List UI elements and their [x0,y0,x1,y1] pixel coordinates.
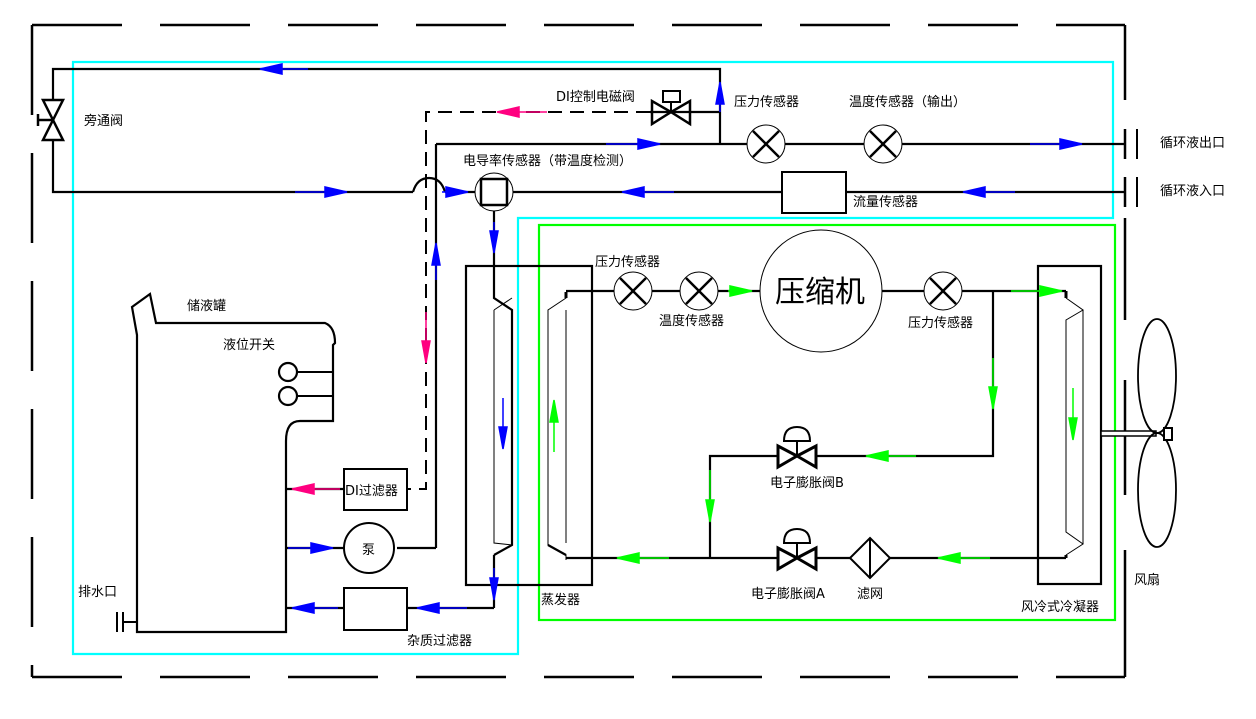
water-flow-arrows [259,63,1083,614]
condenser-label: 风冷式冷凝器 [1021,599,1099,615]
coolant-inlet-port [1123,177,1138,207]
di-flow-arrows [291,106,547,495]
pressure-sensor-suction-label: 压力传感器 [595,254,660,270]
coolant-inlet-label: 循环液入口 [1160,184,1225,199]
exv-a-icon [776,527,818,572]
pump-icon [343,522,395,574]
evaporator-icon [464,264,594,587]
reservoir-icon [130,292,337,634]
pressure-sensor-discharge-icon [923,271,963,311]
temp-sensor-output-icon [863,124,903,164]
drain-label: 排水口 [78,585,117,600]
exv-a-label: 电子膨胀阀A [751,587,825,602]
di-filter-label: DI过滤器 [345,484,398,499]
flow-sensor-label: 流量传感器 [853,194,918,210]
pressure-sensor-water-icon [746,124,786,164]
conductivity-sensor-icon [474,172,514,212]
pressure-sensor-water-label: 压力传感器 [734,94,799,110]
bypass-valve-icon [36,98,66,142]
conductivity-sensor-label: 电导率传感器（带温度检测） [463,153,632,169]
impurity-filter-label: 杂质过滤器 [407,634,472,649]
refrigerant-flow-arrows [549,285,1078,564]
bypass-valve-label: 旁通阀 [84,113,123,129]
level-switch-label: 液位开关 [223,338,275,353]
water-pipes [51,67,1125,610]
impurity-filter-icon [343,587,408,631]
pump-label: 泵 [362,543,375,558]
compressor-icon [759,229,883,353]
enclosure-border [30,23,1127,679]
refrigeration-module-border [537,223,1117,622]
fan-label: 风扇 [1134,572,1160,588]
temp-sensor-suction-icon [679,271,719,311]
water-module-border [71,60,1115,656]
di-filter-icon [343,468,408,511]
strainer-label: 滤网 [857,587,883,602]
fan-icon [1100,318,1177,548]
condenser-icon [1036,264,1103,586]
temp-sensor-suction-label: 温度传感器 [659,313,724,329]
compressor-label: 压缩机 [775,275,865,310]
di-solenoid-valve-icon [650,90,692,127]
drain-port-icon [116,612,137,632]
flow-sensor-icon [781,171,847,214]
evaporator-label: 蒸发器 [541,592,580,608]
reservoir-label: 储液罐 [187,299,226,314]
coolant-outlet-label: 循环液出口 [1160,136,1225,151]
exv-b-label: 电子膨胀阀B [770,476,844,491]
temp-sensor-output-label: 温度传感器（输出） [849,94,966,110]
exv-b-icon [776,425,818,470]
coolant-outlet-port [1123,129,1138,159]
pressure-sensor-suction-icon [613,271,653,311]
strainer-icon [848,536,892,580]
di-solenoid-valve-label: DI控制电磁阀 [556,90,635,105]
pressure-sensor-discharge-label: 压力传感器 [908,315,973,331]
